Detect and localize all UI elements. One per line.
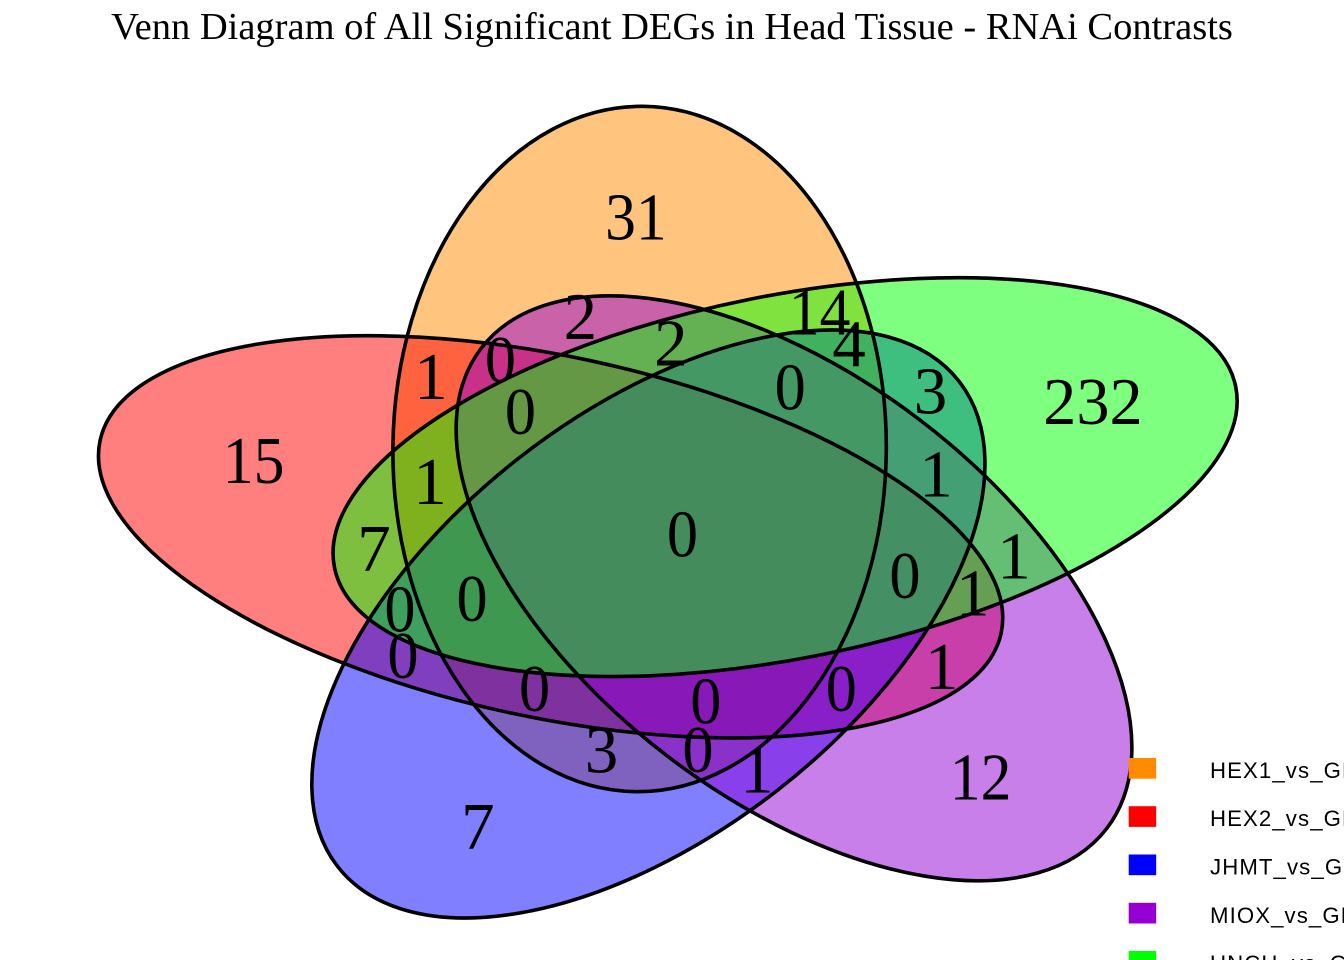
svg-text:0: 0 [485,322,516,397]
svg-text:0: 0 [775,349,806,424]
svg-text:14: 14 [789,275,851,349]
svg-text:15: 15 [223,424,285,498]
svg-text:0: 0 [682,712,713,787]
svg-text:Venn Diagram of All Significan: Venn Diagram of All Significant DEGs in … [111,6,1233,48]
svg-text:7: 7 [461,790,495,864]
svg-text:UNCH_vs_GFP: UNCH_vs_GFP [1210,951,1344,960]
svg-text:0: 0 [457,561,488,636]
svg-text:0: 0 [505,374,536,449]
svg-text:0: 0 [384,571,415,646]
svg-text:2: 2 [564,280,598,354]
svg-text:4: 4 [832,307,866,381]
svg-text:1: 1 [997,519,1031,593]
svg-text:MIOX_vs_GFP: MIOX_vs_GFP [1210,903,1344,928]
svg-text:7: 7 [357,512,391,586]
svg-text:3: 3 [585,713,619,787]
svg-text:12: 12 [950,740,1012,814]
svg-text:0: 0 [889,538,920,613]
svg-text:HEX1_vs_GFP: HEX1_vs_GFP [1210,758,1344,783]
svg-text:3: 3 [914,354,948,428]
svg-text:0: 0 [690,663,721,738]
svg-text:1: 1 [919,438,953,512]
svg-text:HEX2_vs_GFP: HEX2_vs_GFP [1210,806,1344,831]
svg-text:1: 1 [925,630,959,704]
svg-text:2: 2 [654,306,688,380]
svg-text:1: 1 [740,733,774,807]
svg-text:232: 232 [1043,366,1142,439]
svg-text:0: 0 [826,651,857,726]
svg-text:0: 0 [387,618,418,693]
svg-text:0: 0 [667,497,698,572]
svg-text:0: 0 [519,651,550,726]
svg-text:31: 31 [605,180,667,254]
svg-text:1: 1 [413,445,447,519]
svg-text:1: 1 [414,340,448,414]
svg-text:1: 1 [956,556,990,630]
svg-text:JHMT_vs_GFP: JHMT_vs_GFP [1210,855,1344,880]
